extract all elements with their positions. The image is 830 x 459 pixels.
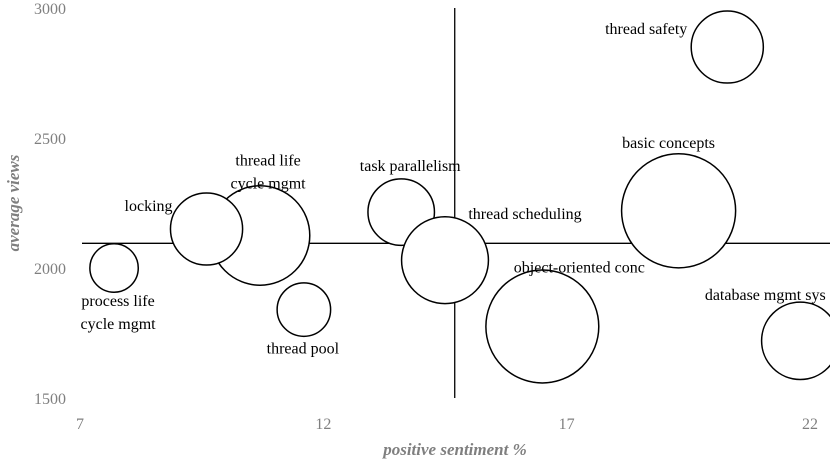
x-tick-label: 17 — [559, 416, 575, 433]
bubble-label: thread safety — [605, 21, 687, 38]
x-tick-label: 22 — [802, 416, 818, 433]
bubble-label: locking — [125, 198, 173, 215]
bubble — [276, 282, 332, 338]
bubble-label: thread scheduling — [468, 206, 581, 223]
bubble — [89, 243, 140, 293]
bubble — [760, 301, 830, 381]
y-axis-title: average views — [4, 154, 23, 251]
x-tick-label: 12 — [315, 416, 331, 433]
bubble — [400, 216, 490, 305]
bubble-label: database mgmt sys — [705, 287, 826, 304]
y-tick-label: 2500 — [34, 131, 66, 148]
y-tick-label: 3000 — [34, 1, 66, 18]
bubble-label: basic concepts — [622, 135, 715, 152]
bubble-label: object-oriented conc — [514, 260, 645, 277]
x-axis-title: positive sentiment % — [381, 440, 527, 459]
bubble — [485, 269, 600, 384]
bubble — [620, 153, 737, 269]
bubble-label: task parallelism — [360, 158, 461, 175]
x-tick-label: 7 — [76, 416, 84, 433]
bubble — [169, 192, 244, 266]
bubbles — [89, 10, 830, 384]
y-tick-label: 1500 — [34, 391, 66, 408]
bubble — [690, 10, 765, 84]
bubble-labels: thread safety basic concepts task parallel… — [81, 21, 826, 358]
bubble-label: thread pool — [267, 341, 340, 358]
tick-labels: 7 12 17 22 1500 2000 2500 3000 — [34, 1, 818, 433]
y-tick-label: 2000 — [34, 261, 66, 278]
